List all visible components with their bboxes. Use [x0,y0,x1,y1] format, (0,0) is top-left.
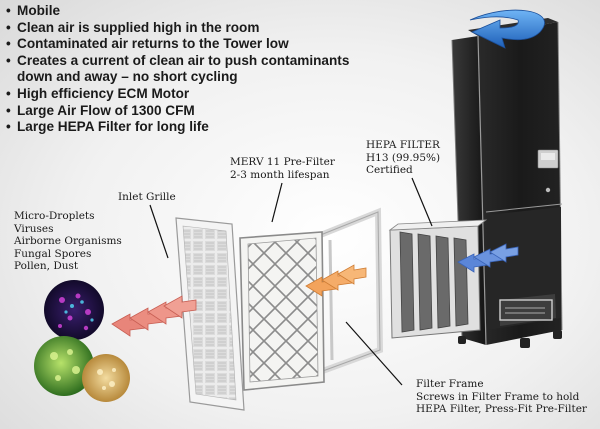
inlet-grille-label: Inlet Grille [118,191,176,203]
inlet-grille [175,217,245,411]
feature-item: •High efficiency ECM Motor [6,85,190,101]
feature-item: •Creates a current of clean air to push … [6,52,350,85]
filter-frame-label: Filter Frame Screws in Filter Frame to h… [416,378,587,415]
outflow-arrows-blue [457,243,519,273]
hepa-filter-label: HEPA FILTER H13 (99.95%) Certified [366,139,441,176]
air-tower-unit [451,9,563,348]
merv-prefilter [239,231,325,391]
hepa-filter [388,219,488,339]
pollen-image [82,354,130,402]
feature-item: •Large Air Flow of 1300 CFM [6,102,195,118]
feature-item: •Mobile [6,3,61,18]
filter-frame [314,207,384,377]
inflow-arrows-red [111,295,197,337]
callout-leader-lines [149,177,433,386]
contaminant-images [34,280,130,402]
feature-list: •Mobile •Clean air is supplied high in t… [6,3,349,136]
control-panel [537,149,559,193]
caster-wheels [458,330,562,348]
airflow-swirl-arrow-icon [469,9,545,49]
contaminants-label: Micro-Droplets Viruses Airborne Organism… [14,210,122,272]
feature-item: •Large HEPA Filter for long life [6,119,209,135]
bacteria-image [34,336,94,396]
prefilter-label: MERV 11 Pre-Filter 2-3 month lifespan [230,156,335,181]
feature-item: •Contaminated air returns to the Tower l… [6,36,289,52]
tower-interior [487,207,561,330]
virus-image [44,280,104,340]
feature-item: •Clean air is supplied high in the room [6,19,260,35]
inflow-arrows-orange [305,264,367,297]
